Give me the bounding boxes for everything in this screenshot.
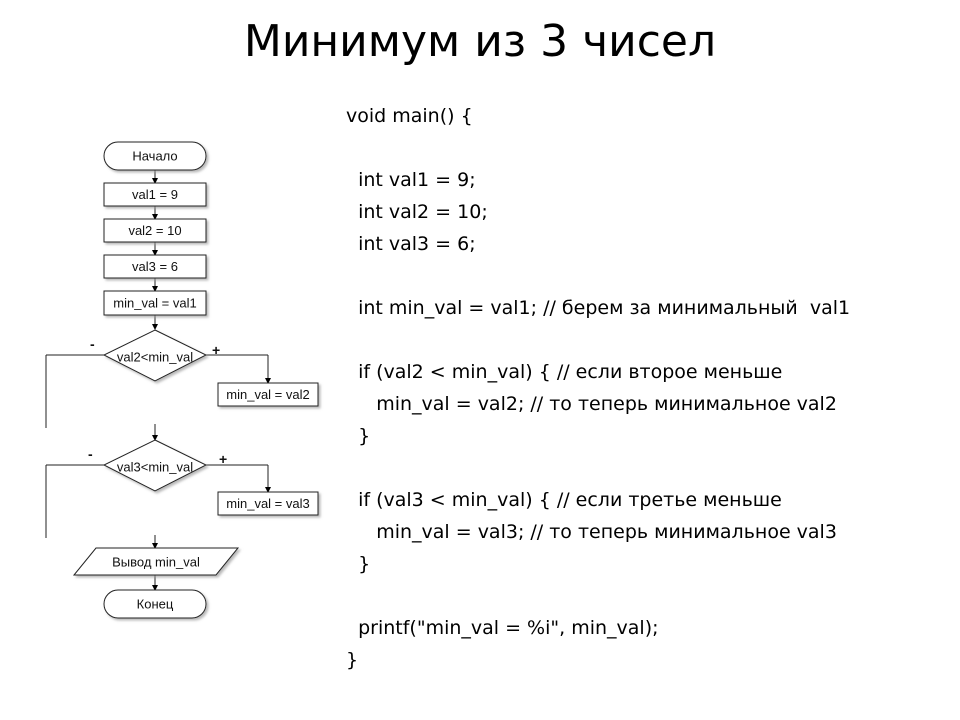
code-line: if (val3 < min_val) { // если третье мен… <box>346 489 782 511</box>
decision2-diamond <box>102 439 208 492</box>
assign-min-val2-box <box>217 382 319 407</box>
assign-min-val3-label: min_val = val3 <box>226 496 309 511</box>
code-line: printf("min_val = %i", min_val); <box>346 617 659 639</box>
assign-val2-label: val2 = 10 <box>128 223 181 238</box>
code-line: int val3 = 6; <box>346 233 476 255</box>
code-line: if (val2 < min_val) { // если второе мен… <box>346 361 783 383</box>
code-line: min_val = val3; // то теперь минимальное… <box>346 521 837 543</box>
assign-val3-box <box>103 254 207 279</box>
code-line: min_val = val2; // то теперь минимальное… <box>346 393 837 415</box>
decision1-label: val2<min_val <box>117 350 193 365</box>
decision2-yes-label: + <box>219 451 227 467</box>
assign-val3-label: val3 = 6 <box>132 259 178 274</box>
decision1-diamond <box>102 329 208 382</box>
assign-val1-label: val1 = 9 <box>132 187 178 202</box>
code-line: } <box>346 649 359 671</box>
start-label: Начало <box>132 149 177 164</box>
code-line: int val1 = 9; <box>346 169 476 191</box>
code-line <box>346 580 850 612</box>
assign-min-label: min_val = val1 <box>113 296 196 311</box>
decision1-yes-label: + <box>212 342 220 358</box>
decision2-label: val3<min_val <box>117 460 193 475</box>
code-line <box>346 132 850 164</box>
code-line: } <box>346 553 371 575</box>
code-line <box>346 452 850 484</box>
code-listing: void main() { int val1 = 9; int val2 = 1… <box>346 100 850 676</box>
end-terminal <box>103 589 207 619</box>
end-label: Конец <box>137 597 174 612</box>
assign-min-val2-label: min_val = val2 <box>226 387 309 402</box>
code-line <box>346 260 850 292</box>
assign-min-box <box>103 290 207 316</box>
decision1-no-label: - <box>90 336 95 352</box>
assign-val2-box <box>103 218 207 243</box>
decision2-no-label: - <box>88 446 93 462</box>
assign-min-val3-box <box>217 491 319 516</box>
code-line <box>346 324 850 356</box>
code-line: int min_val = val1; // берем за минималь… <box>346 297 851 319</box>
code-line: } <box>346 425 371 447</box>
flowchart-diagram: Начало val1 = 9 val2 = 10 val3 = 6 min_v… <box>45 141 319 619</box>
assign-val1-box <box>103 182 207 207</box>
code-line: void main() { <box>346 105 473 127</box>
output-parallelogram <box>72 547 240 576</box>
start-terminal <box>103 141 207 171</box>
code-line: int val2 = 10; <box>346 201 488 223</box>
slide-title: Минимум из 3 чисел <box>243 16 717 67</box>
output-label: Вывод min_val <box>112 555 200 570</box>
